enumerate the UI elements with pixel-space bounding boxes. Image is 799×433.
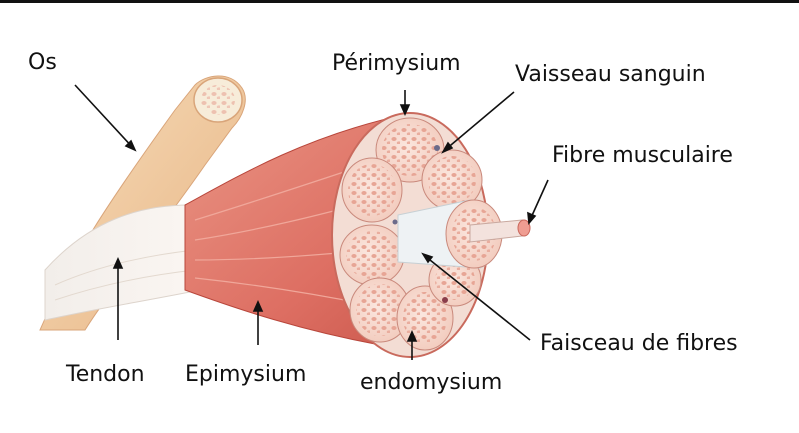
label-vaisseau-sanguin: Vaisseau sanguin: [515, 64, 706, 86]
label-endomysium: endomysium: [360, 372, 502, 394]
leader-os: [75, 85, 135, 150]
blood-vessel: [442, 297, 448, 303]
label-os: Os: [28, 52, 57, 74]
label-fibre-musculaire: Fibre musculaire: [552, 145, 733, 167]
leader-vaisseau: [445, 92, 514, 150]
blood-vessel: [434, 145, 440, 151]
blood-vessel: [393, 220, 398, 225]
leader-fibre: [530, 180, 548, 220]
tendon: [45, 205, 200, 320]
label-epimysium: Epimysium: [185, 364, 306, 386]
label-tendon: Tendon: [66, 364, 145, 386]
label-faisceau-de-fibres: Faisceau de fibres: [540, 333, 738, 355]
label-perimysium: Périmysium: [332, 53, 461, 75]
